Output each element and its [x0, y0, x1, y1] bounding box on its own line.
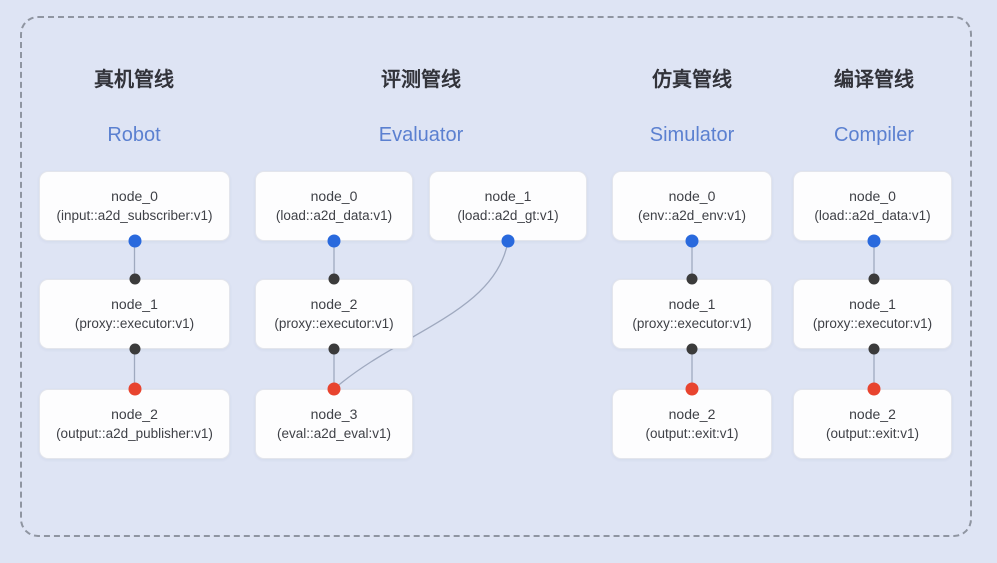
- node-type: (proxy::executor:v1): [274, 315, 394, 331]
- port-dot-blue: [327, 234, 341, 248]
- node-simulator-node1: node_1 (proxy::executor:v1): [612, 279, 772, 349]
- node-type: (output::exit:v1): [825, 425, 920, 441]
- node-label: node_1: [484, 188, 532, 204]
- port-dot-red: [685, 382, 699, 396]
- node-label: node_2: [111, 406, 158, 422]
- port-dot-dark: [129, 273, 140, 285]
- node-label: node_1: [668, 296, 716, 312]
- pipeline-title-zh-robot: 真机管线: [94, 69, 174, 91]
- dashed-border-frame: [20, 16, 972, 537]
- port-dot-blue: [867, 234, 881, 248]
- port-dot-red: [867, 382, 881, 396]
- port-dot-dark: [328, 273, 340, 285]
- pipeline-title-en-evaluator: Evaluator: [378, 124, 464, 146]
- node-compiler-node1: node_1 (proxy::executor:v1): [793, 279, 952, 349]
- port-dot-dark: [868, 343, 880, 355]
- port-dot-red: [327, 382, 341, 396]
- pipeline-title-en-robot: Robot: [107, 124, 161, 146]
- node-simulator-node0: node_0 (env::a2d_env:v1): [612, 171, 772, 241]
- port-dot-dark: [868, 273, 880, 285]
- node-label: node_0: [310, 188, 358, 204]
- pipeline-title-en-compiler: Compiler: [833, 124, 915, 146]
- node-evaluator-node0: node_0 (load::a2d_data:v1): [255, 171, 413, 241]
- node-label: node_0: [849, 188, 896, 204]
- node-label: node_1: [849, 296, 896, 312]
- pipeline-title-en-simulator: Simulator: [649, 124, 735, 146]
- node-label: node_2: [668, 406, 716, 422]
- port-dot-blue: [501, 234, 515, 248]
- port-dot-blue: [128, 234, 141, 248]
- node-label: node_2: [310, 296, 358, 312]
- port-dot-dark: [129, 343, 140, 355]
- node-type: (load::a2d_data:v1): [814, 207, 931, 223]
- node-compiler-node2: node_2 (output::exit:v1): [793, 389, 952, 459]
- node-type: (load::a2d_data:v1): [275, 207, 393, 223]
- node-type: (load::a2d_gt:v1): [457, 207, 559, 223]
- node-evaluator-node1: node_1 (load::a2d_gt:v1): [429, 171, 587, 241]
- node-simulator-node2: node_2 (output::exit:v1): [612, 389, 772, 459]
- node-robot-node2: node_2 (output::a2d_publisher:v1): [39, 389, 230, 459]
- node-type: (env::a2d_env:v1): [637, 207, 747, 223]
- node-type: (output::a2d_publisher:v1): [56, 425, 213, 441]
- node-compiler-node0: node_0 (load::a2d_data:v1): [793, 171, 952, 241]
- port-dot-dark: [686, 273, 698, 285]
- pipeline-title-zh-evaluator: 评测管线: [381, 69, 461, 91]
- node-type: (proxy::executor:v1): [74, 315, 195, 331]
- port-dot-dark: [328, 343, 340, 355]
- node-evaluator-node2: node_2 (proxy::executor:v1): [255, 279, 413, 349]
- pipeline-title-zh-simulator: 仿真管线: [652, 69, 732, 91]
- node-type: (output::exit:v1): [645, 425, 739, 441]
- node-evaluator-node3: node_3 (eval::a2d_eval:v1): [255, 389, 413, 459]
- node-type: (input::a2d_subscriber:v1): [56, 207, 213, 223]
- node-robot-node0: node_0 (input::a2d_subscriber:v1): [39, 171, 230, 241]
- node-type: (eval::a2d_eval:v1): [276, 425, 392, 441]
- node-label: node_0: [111, 188, 158, 204]
- node-type: (proxy::executor:v1): [812, 315, 933, 331]
- node-label: node_1: [111, 296, 158, 312]
- node-robot-node1: node_1 (proxy::executor:v1): [39, 279, 230, 349]
- port-dot-red: [128, 382, 141, 396]
- node-label: node_0: [668, 188, 716, 204]
- port-dot-dark: [686, 343, 698, 355]
- pipeline-title-zh-compiler: 编译管线: [834, 69, 914, 91]
- node-label: node_3: [310, 406, 358, 422]
- node-type: (proxy::executor:v1): [632, 315, 752, 331]
- port-dot-blue: [685, 234, 699, 248]
- node-label: node_2: [849, 406, 896, 422]
- edge-evaluator-1-3-curve: [333, 240, 509, 390]
